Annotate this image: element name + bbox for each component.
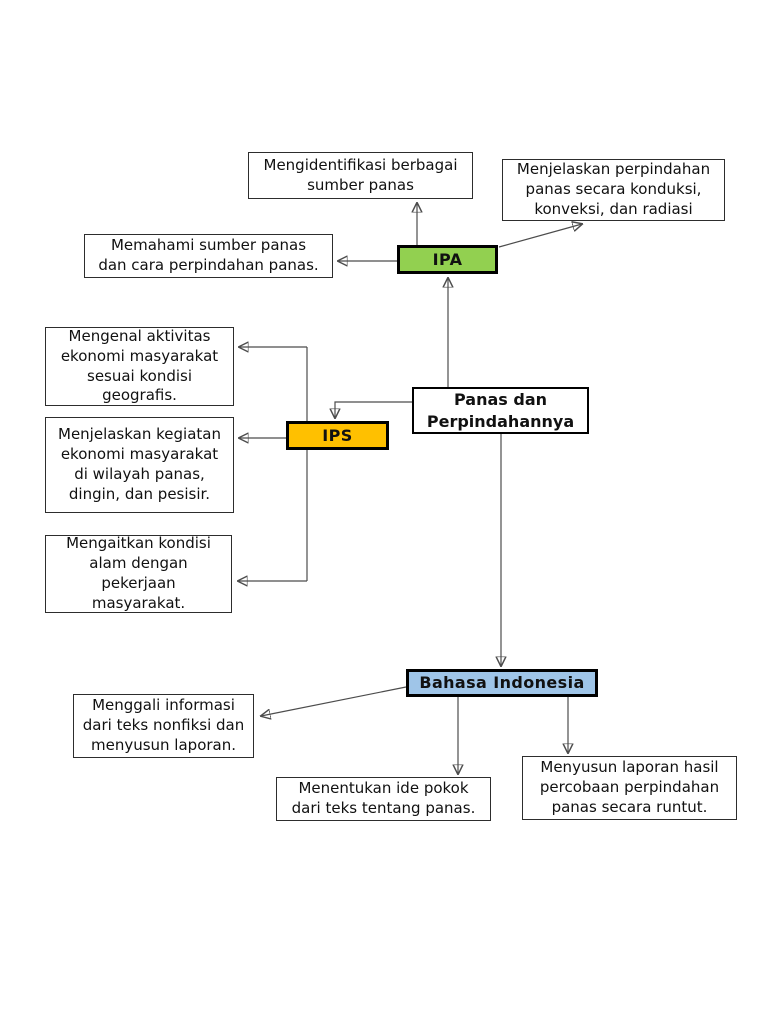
topic-label: Mengaitkan kondisi alam dengan pekerjaan… bbox=[66, 534, 211, 612]
topic-box-menggali: Menggali informasi dari teks nonfiksi da… bbox=[73, 694, 254, 758]
subject-box-ipa: IPA bbox=[397, 245, 498, 274]
connector-bahasa-to-menggali bbox=[261, 686, 407, 716]
topic-box-menyusun: Menyusun laporan hasil percobaan perpind… bbox=[522, 756, 737, 820]
topic-box-menjelaskan-perpindahan: Menjelaskan perpindahan panas secara kon… bbox=[502, 159, 725, 221]
topic-box-mengidentifikasi: Mengidentifikasi berbagai sumber panas bbox=[248, 152, 473, 199]
topic-label: Menentukan ide pokok dari teks tentang p… bbox=[291, 779, 476, 817]
subject-box-bahasa-indonesia: Bahasa Indonesia bbox=[406, 669, 598, 697]
topic-box-menjelaskan-kegiatan: Menjelaskan kegiatan ekonomi masyarakat … bbox=[45, 417, 234, 513]
topic-label: Memahami sumber panas dan cara perpindah… bbox=[98, 236, 319, 274]
topic-label: Menjelaskan perpindahan panas secara kon… bbox=[516, 160, 711, 218]
subject-label: Bahasa Indonesia bbox=[419, 673, 585, 693]
subject-box-ips: IPS bbox=[286, 421, 389, 450]
connector-panas-to-ips bbox=[335, 401, 412, 418]
topic-box-menentukan: Menentukan ide pokok dari teks tentang p… bbox=[276, 777, 491, 821]
center-box-panas-dan-perpindahannya: Panas dan Perpindahannya bbox=[412, 387, 589, 434]
topic-label: Menjelaskan kegiatan ekonomi masyarakat … bbox=[58, 425, 221, 503]
topic-label: Menggali informasi dari teks nonfiksi da… bbox=[82, 696, 245, 754]
topic-label: Menyusun laporan hasil percobaan perpind… bbox=[539, 758, 720, 816]
center-label: Panas dan Perpindahannya bbox=[426, 390, 575, 431]
subject-label: IPA bbox=[432, 249, 463, 269]
connector-ipa-to-menjelaskan-perpindahan bbox=[498, 224, 582, 248]
topic-label: Mengenal aktivitas ekonomi masyarakat se… bbox=[60, 326, 219, 405]
topic-label: Mengidentifikasi berbagai sumber panas bbox=[263, 155, 458, 194]
topic-box-mengenal: Mengenal aktivitas ekonomi masyarakat se… bbox=[45, 327, 234, 406]
topic-box-memahami: Memahami sumber panas dan cara perpindah… bbox=[84, 234, 333, 278]
subject-label: IPS bbox=[322, 425, 353, 445]
topic-box-mengaitkan: Mengaitkan kondisi alam dengan pekerjaan… bbox=[45, 534, 232, 613]
